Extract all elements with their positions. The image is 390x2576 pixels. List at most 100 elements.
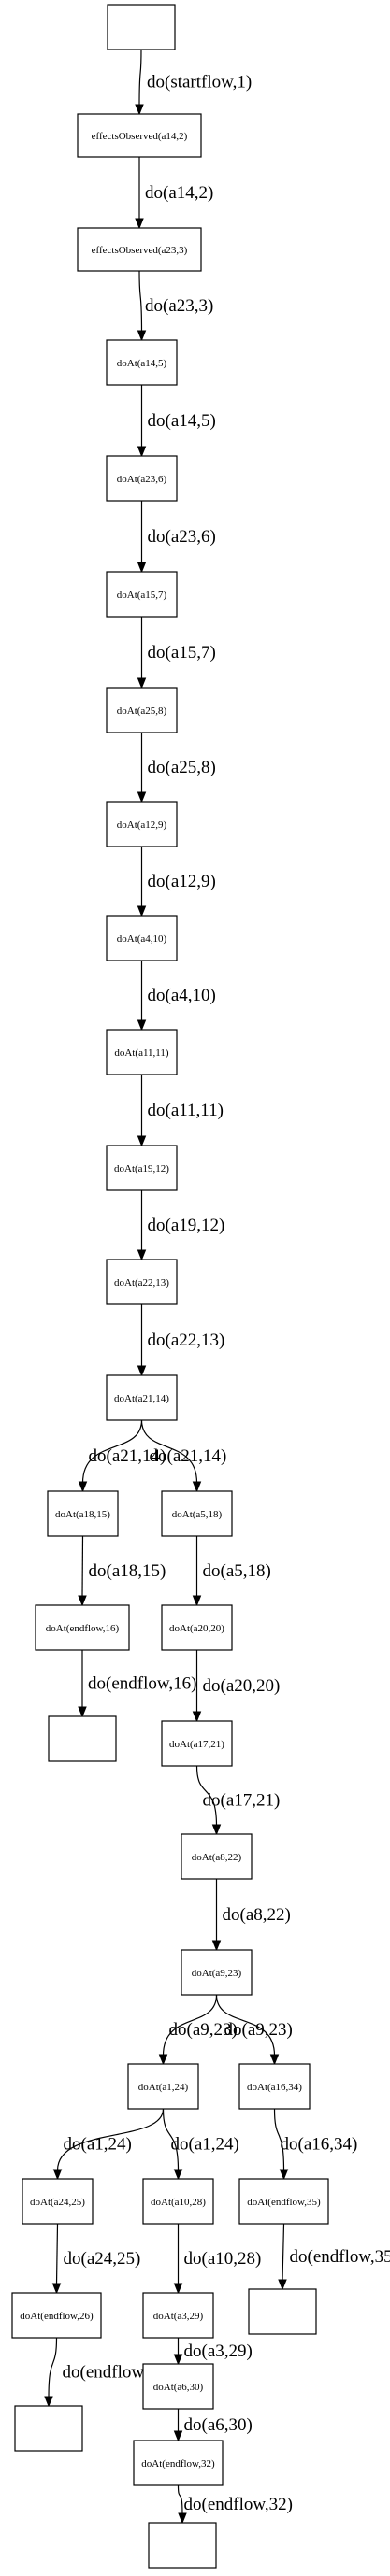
terminal-node	[48, 1715, 117, 1762]
arrowhead-icon	[137, 791, 147, 804]
edge-label: do(startflow,1)	[147, 73, 252, 93]
edge: do(a20,20)	[192, 1650, 281, 1723]
arrowhead-icon	[211, 1940, 222, 1952]
graph-node: doAt(a8,22)	[181, 1833, 253, 1880]
arrowhead-icon	[137, 1365, 147, 1377]
node-box	[106, 915, 178, 961]
edge-label: do(a22,13)	[148, 1331, 225, 1350]
edge: do(a11,11)	[137, 1075, 224, 1147]
edge: do(a8,22)	[211, 1879, 291, 1952]
edge: do(a21,14)	[140, 1419, 226, 1493]
graph-node: doAt(a3,29)	[142, 2292, 214, 2339]
edge-label: do(a24,25)	[64, 2249, 141, 2269]
arrowhead-icon	[137, 1249, 147, 1261]
edge-line	[81, 1419, 143, 1484]
edge: do(a10,28)	[173, 2224, 261, 2295]
edge-label: do(a19,12)	[148, 1216, 225, 1235]
arrowhead-icon	[279, 2169, 289, 2181]
node-box	[106, 455, 178, 502]
edge-label: do(a3,29)	[184, 2341, 253, 2361]
node-label: doAt(a4,10)	[117, 933, 167, 945]
node-label: doAt(a20,20)	[169, 1623, 224, 1634]
graph-node: doAt(a25,8)	[106, 687, 178, 733]
node-box	[238, 2178, 329, 2225]
edge-line	[138, 270, 143, 333]
node-label: doAt(a16,34)	[247, 2082, 302, 2093]
arrowhead-icon	[137, 905, 147, 918]
node-label: effectsObserved(a14,2)	[92, 131, 188, 142]
edge-line	[138, 49, 142, 107]
edge-line	[48, 2337, 58, 2398]
edge: do(a18,15)	[78, 1535, 166, 1607]
edge: do(a3,29)	[173, 2338, 253, 2366]
arrowhead-icon	[137, 1135, 147, 1147]
graph-node: doAt(a21,14)	[106, 1374, 178, 1421]
node-label: doAt(a10,28)	[151, 2197, 206, 2208]
edge-label: do(a9,23)	[224, 2020, 293, 2040]
edge: do(a21,14)	[78, 1419, 166, 1493]
graph-node: doAt(a9,23)	[181, 1949, 253, 1996]
terminal-node	[14, 2405, 83, 2452]
arrowhead-icon	[44, 2396, 53, 2408]
graph-node: doAt(a22,13)	[106, 1259, 178, 1305]
edge-line	[56, 2108, 165, 2171]
arrowhead-icon	[51, 2283, 62, 2295]
node-box	[11, 2292, 102, 2339]
node-box	[107, 4, 176, 50]
edge: do(a9,23)	[215, 1994, 293, 2066]
node-box	[106, 339, 178, 386]
node-box	[106, 801, 178, 847]
arrowhead-icon	[269, 2054, 280, 2066]
edge-label: do(a12,9)	[148, 872, 216, 891]
arrowhead-icon	[78, 1481, 88, 1493]
node-box	[161, 1490, 233, 1537]
node-label: doAt(a22,13)	[114, 1277, 169, 1288]
node-box	[22, 2178, 94, 2225]
node-box	[35, 1604, 130, 1651]
node-box	[142, 2363, 214, 2410]
edge: do(a6,30)	[173, 2409, 253, 2442]
edge-label: do(a1,24)	[64, 2135, 132, 2155]
node-label: doAt(a24,25)	[30, 2197, 85, 2208]
arrowhead-icon	[135, 104, 144, 116]
edge: do(endflow,35)	[278, 2223, 390, 2291]
node-box	[106, 1259, 178, 1305]
arrowhead-icon	[173, 2354, 183, 2366]
node-label: doAt(a1,24)	[138, 2082, 189, 2093]
terminal-node	[107, 4, 176, 50]
graph-node: doAt(a1,24)	[127, 2063, 199, 2110]
edge-label: do(a20,20)	[203, 1676, 281, 1696]
edge-line	[55, 2223, 59, 2285]
graph-node: doAt(endflow,35)	[238, 2178, 329, 2225]
edge-label: do(a6,30)	[184, 2415, 253, 2435]
arrowhead-icon	[173, 2430, 183, 2442]
node-box	[161, 1720, 233, 1767]
graph-node: doAt(a24,25)	[22, 2178, 94, 2225]
node-label: doAt(a18,15)	[55, 1509, 110, 1520]
graph-node: doAt(a16,34)	[238, 2063, 311, 2110]
node-label: doAt(a21,14)	[114, 1393, 169, 1404]
graph-node: doAt(a5,18)	[161, 1490, 233, 1537]
node-label: doAt(a11,11)	[114, 1047, 168, 1059]
node-box	[181, 1949, 253, 1996]
node-box	[47, 1490, 119, 1537]
terminal-node	[248, 2288, 317, 2335]
node-box	[106, 571, 178, 618]
arrowhead-icon	[192, 1595, 202, 1607]
terminal-node	[148, 2522, 217, 2569]
node-box	[238, 2063, 311, 2110]
node-label: doAt(a9,23)	[192, 1968, 242, 1979]
edge-line	[282, 2223, 285, 2282]
edge: do(a19,12)	[137, 1190, 225, 1261]
graph-node: doAt(a6,30)	[142, 2363, 214, 2410]
node-box	[106, 687, 178, 733]
edge: do(a12,9)	[137, 847, 216, 918]
edge-label: do(endflow,35)	[290, 2247, 390, 2267]
edge-label: do(a16,34)	[281, 2135, 358, 2155]
edge: do(a23,3)	[137, 270, 213, 342]
edge-label: do(a11,11)	[148, 1101, 224, 1120]
arrowhead-icon	[137, 1019, 147, 1032]
node-box	[248, 2288, 317, 2335]
arrowhead-icon	[211, 1824, 222, 1836]
edge-line	[140, 1419, 198, 1484]
